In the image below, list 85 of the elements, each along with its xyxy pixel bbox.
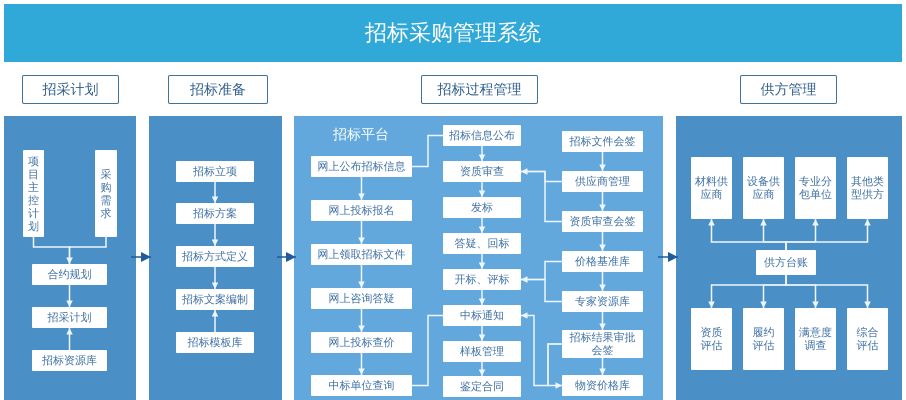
arrow (358, 221, 365, 244)
arrow (358, 309, 365, 332)
arrow (785, 275, 871, 308)
title-banner: 招标采购管理系统 (4, 4, 902, 62)
arrow (478, 326, 486, 341)
arrow (212, 267, 218, 289)
arrow (599, 358, 606, 375)
process-box: 合约规划 (32, 264, 107, 285)
arrow (277, 252, 296, 262)
arrow (599, 232, 606, 251)
arrow (599, 272, 606, 291)
section-header-box: 招标准备 (168, 75, 268, 104)
process-box: 招标方案 (176, 203, 254, 224)
process-box: 网上咨询答疑 (311, 288, 412, 309)
arrow (547, 343, 562, 389)
arrow (478, 218, 486, 233)
process-box: 招标文案编制 (176, 289, 254, 310)
arrow (358, 265, 365, 288)
section-header-box: 招采计划 (22, 75, 119, 104)
process-box: 鉴定合同 (443, 376, 521, 397)
process-box: 招标方式定义 (176, 246, 254, 267)
process-box: 样板管理 (443, 341, 521, 362)
process-box: 网上投标查价 (311, 332, 412, 353)
process-box: 开标、评标 (443, 269, 521, 290)
arrow (785, 219, 871, 250)
arrow (599, 152, 606, 171)
arrow (658, 252, 678, 262)
arrow (599, 312, 606, 330)
process-box: 中标通知 (443, 305, 521, 326)
arrow (599, 192, 606, 211)
process-box: 网上公布招标信息 (311, 156, 412, 177)
process-box: 招标立项 (176, 161, 254, 182)
process-box: 满意度调查 (795, 308, 836, 370)
process-box: 其他类型供方 (847, 157, 888, 219)
arrow (478, 182, 486, 197)
section-panel (676, 116, 902, 400)
process-box: 中标单位查询 (311, 375, 412, 396)
arrow (478, 362, 486, 376)
arrow (212, 310, 218, 332)
section-panel (294, 116, 663, 400)
process-box: 履约评估 (743, 308, 784, 370)
process-box: 设备供应商 (743, 157, 784, 219)
arrow (358, 353, 365, 375)
process-box: 专家资源库 (562, 291, 643, 312)
connector-line (412, 314, 443, 386)
process-box: 招标模板库 (176, 332, 254, 353)
process-box: 资质评估 (691, 308, 732, 370)
process-box: 供方台账 (756, 250, 816, 275)
panel-heading: 招标平台 (333, 127, 389, 144)
process-box: 价格基准库 (562, 251, 643, 272)
arrow (66, 285, 73, 307)
process-box: 资质审查 (443, 161, 521, 182)
arrow (478, 146, 486, 161)
arrow (521, 168, 562, 222)
process-box: 网上投标报名 (311, 200, 412, 221)
process-box: 招标文件会签 (562, 131, 643, 152)
process-box: 答疑、回标 (443, 233, 521, 254)
process-box: 招标结果审批会签 (562, 330, 643, 358)
process-box: 招标信息公布 (443, 125, 521, 146)
process-box: 招采计划 (32, 307, 107, 328)
process-box: 资质审查会签 (562, 211, 643, 232)
arrow (478, 254, 486, 269)
arrow (212, 224, 218, 246)
section-panel (149, 116, 282, 400)
process-box: 发标 (443, 197, 521, 218)
arrow (66, 237, 107, 264)
process-box: 供应商管理 (562, 171, 643, 192)
process-box: 综合评估 (847, 308, 888, 370)
section-header-box: 招标过程管理 (421, 75, 538, 104)
process-box: 项目主控计划 (23, 150, 44, 237)
arrow (358, 177, 365, 200)
arrow (521, 276, 562, 302)
connector-line (412, 134, 443, 168)
process-box: 专业分包单位 (795, 157, 836, 219)
arrow (478, 290, 486, 305)
section-panel (4, 116, 136, 400)
section-header-box: 供方管理 (740, 75, 837, 104)
process-box: 网上领取招标文件 (311, 244, 412, 265)
arrow (131, 252, 151, 262)
arrow (212, 182, 218, 203)
process-box: 招标资源库 (32, 350, 107, 371)
arrow (66, 328, 73, 350)
process-box: 材料供应商 (691, 157, 732, 219)
process-box: 物资价格库 (562, 375, 643, 396)
process-box: 采购需求 (95, 150, 117, 237)
